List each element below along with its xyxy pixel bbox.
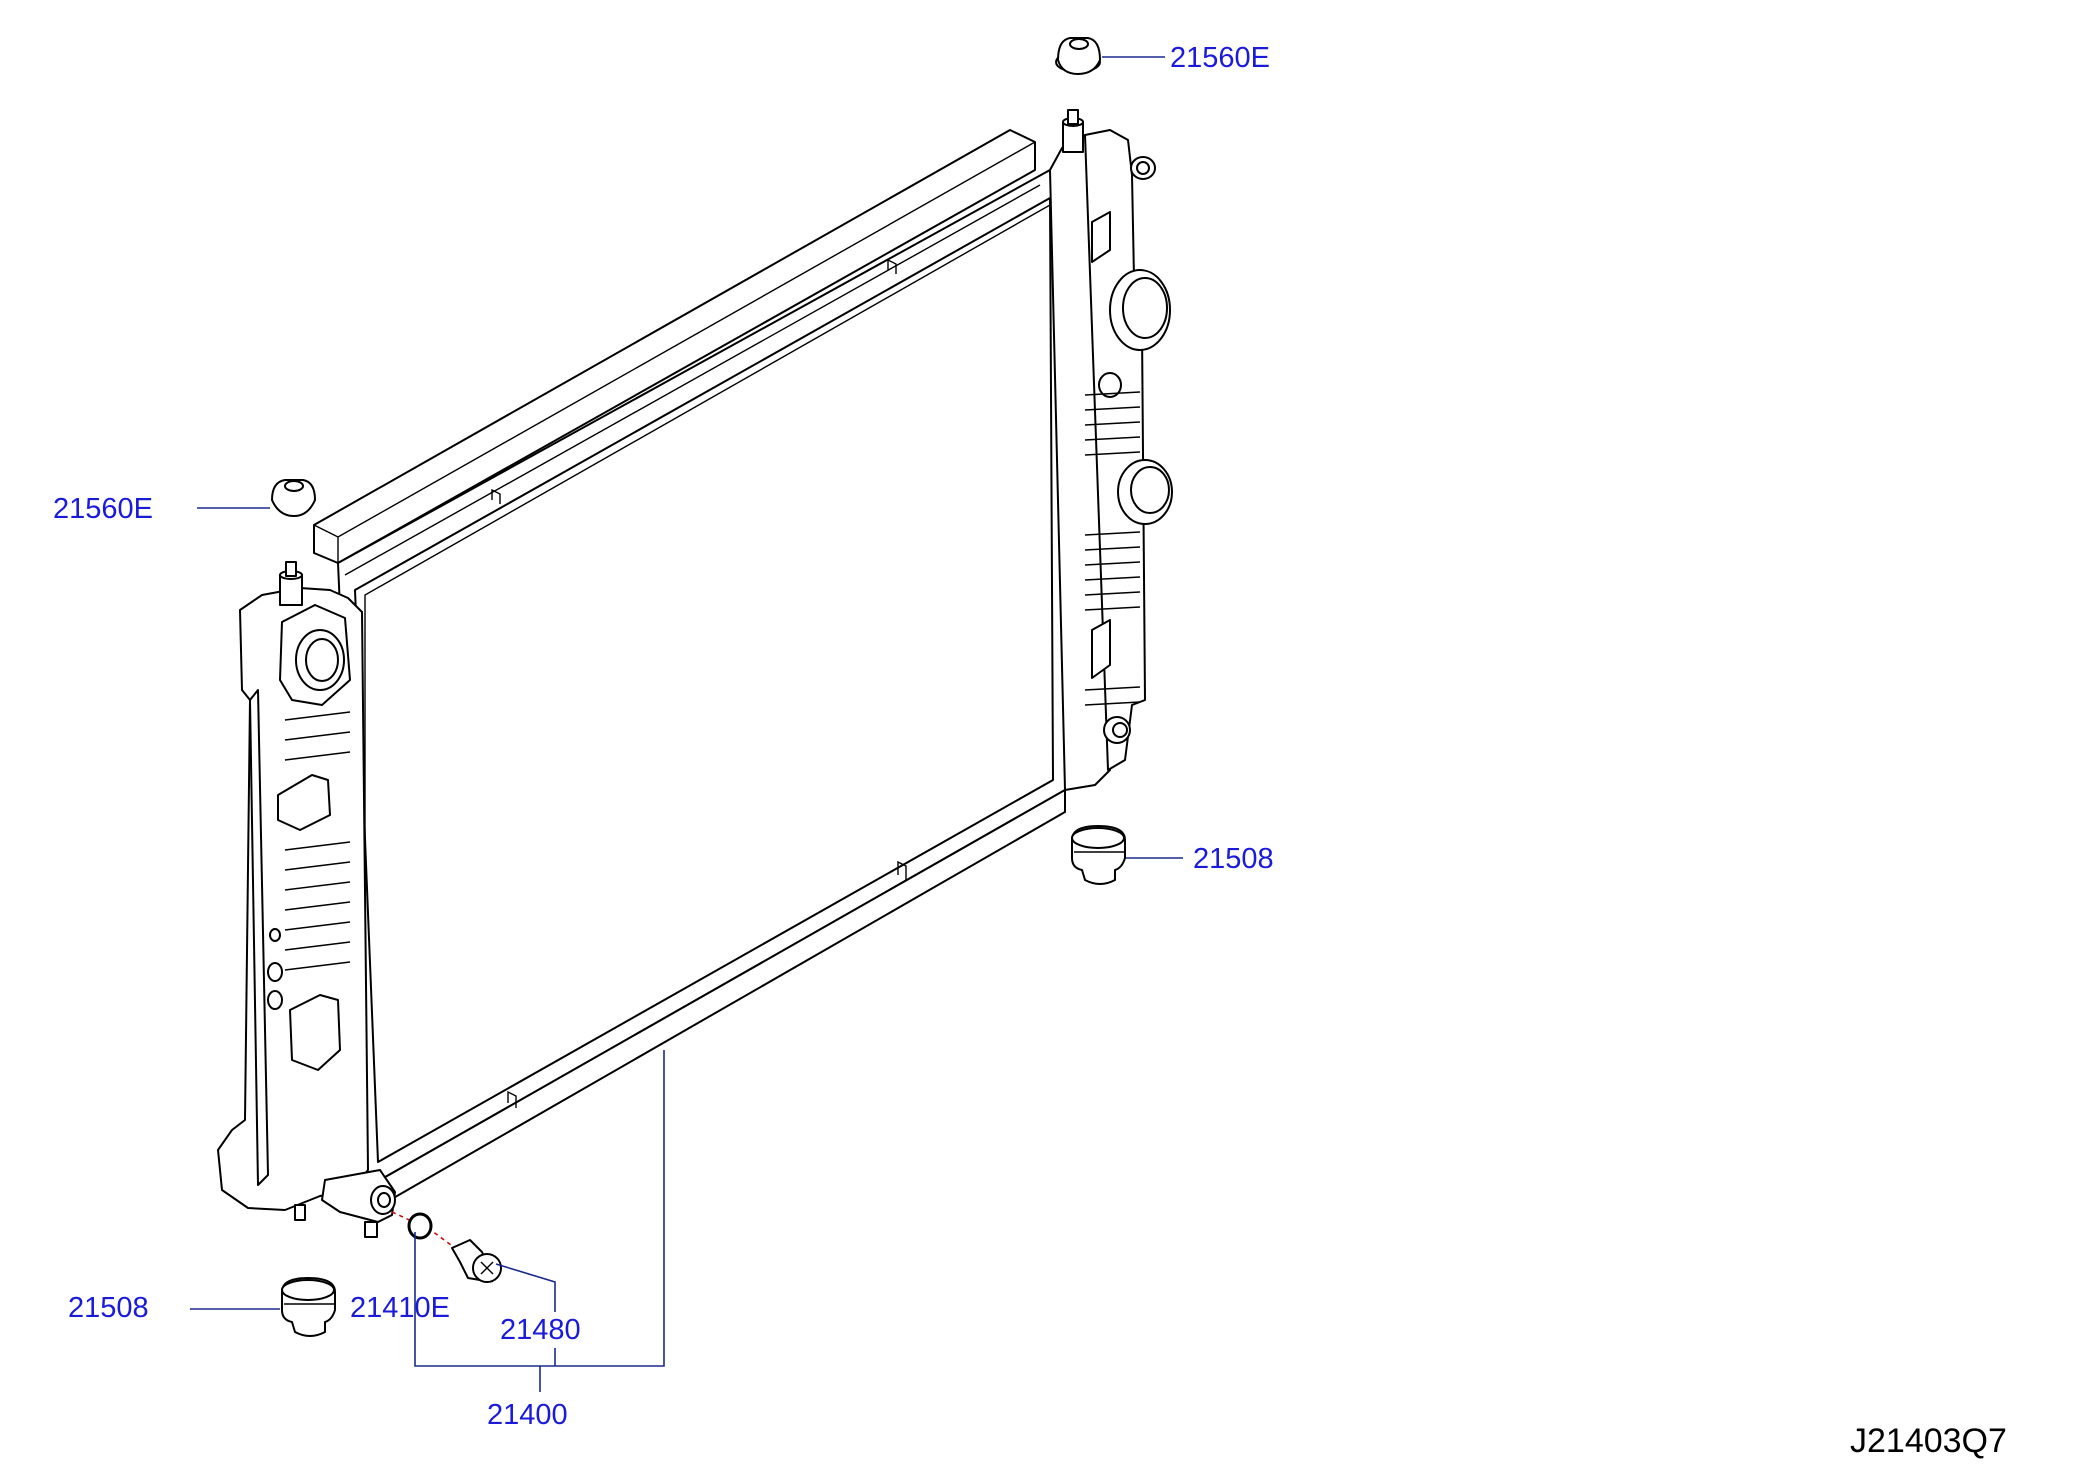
left-tank bbox=[217, 561, 378, 1238]
drain-outlet bbox=[321, 1169, 396, 1223]
callout-21560e-top[interactable]: 21560E bbox=[1170, 42, 1270, 74]
callout-21560e-left[interactable]: 21560E bbox=[53, 493, 153, 525]
callout-21508-right[interactable]: 21508 bbox=[1193, 843, 1274, 875]
rubber-cap-left bbox=[271, 479, 316, 517]
diagram-code: J21403Q7 bbox=[1850, 1422, 2007, 1460]
drain-plug bbox=[451, 1239, 502, 1283]
rubber-mount-right bbox=[1071, 825, 1126, 885]
leader-lines bbox=[190, 56, 1183, 1392]
callout-21480[interactable]: 21480 bbox=[500, 1314, 581, 1346]
assembly-guide-line-2 bbox=[427, 1227, 456, 1249]
rubber-cap-top bbox=[1055, 37, 1101, 75]
callout-21400[interactable]: 21400 bbox=[487, 1399, 568, 1431]
o-ring bbox=[407, 1212, 433, 1240]
callout-21410e[interactable]: 21410E bbox=[350, 1292, 450, 1324]
callout-21508-left[interactable]: 21508 bbox=[68, 1292, 149, 1324]
radiator-core bbox=[313, 129, 1066, 1201]
rubber-mount-left bbox=[281, 1277, 336, 1337]
right-tank bbox=[1049, 109, 1173, 791]
